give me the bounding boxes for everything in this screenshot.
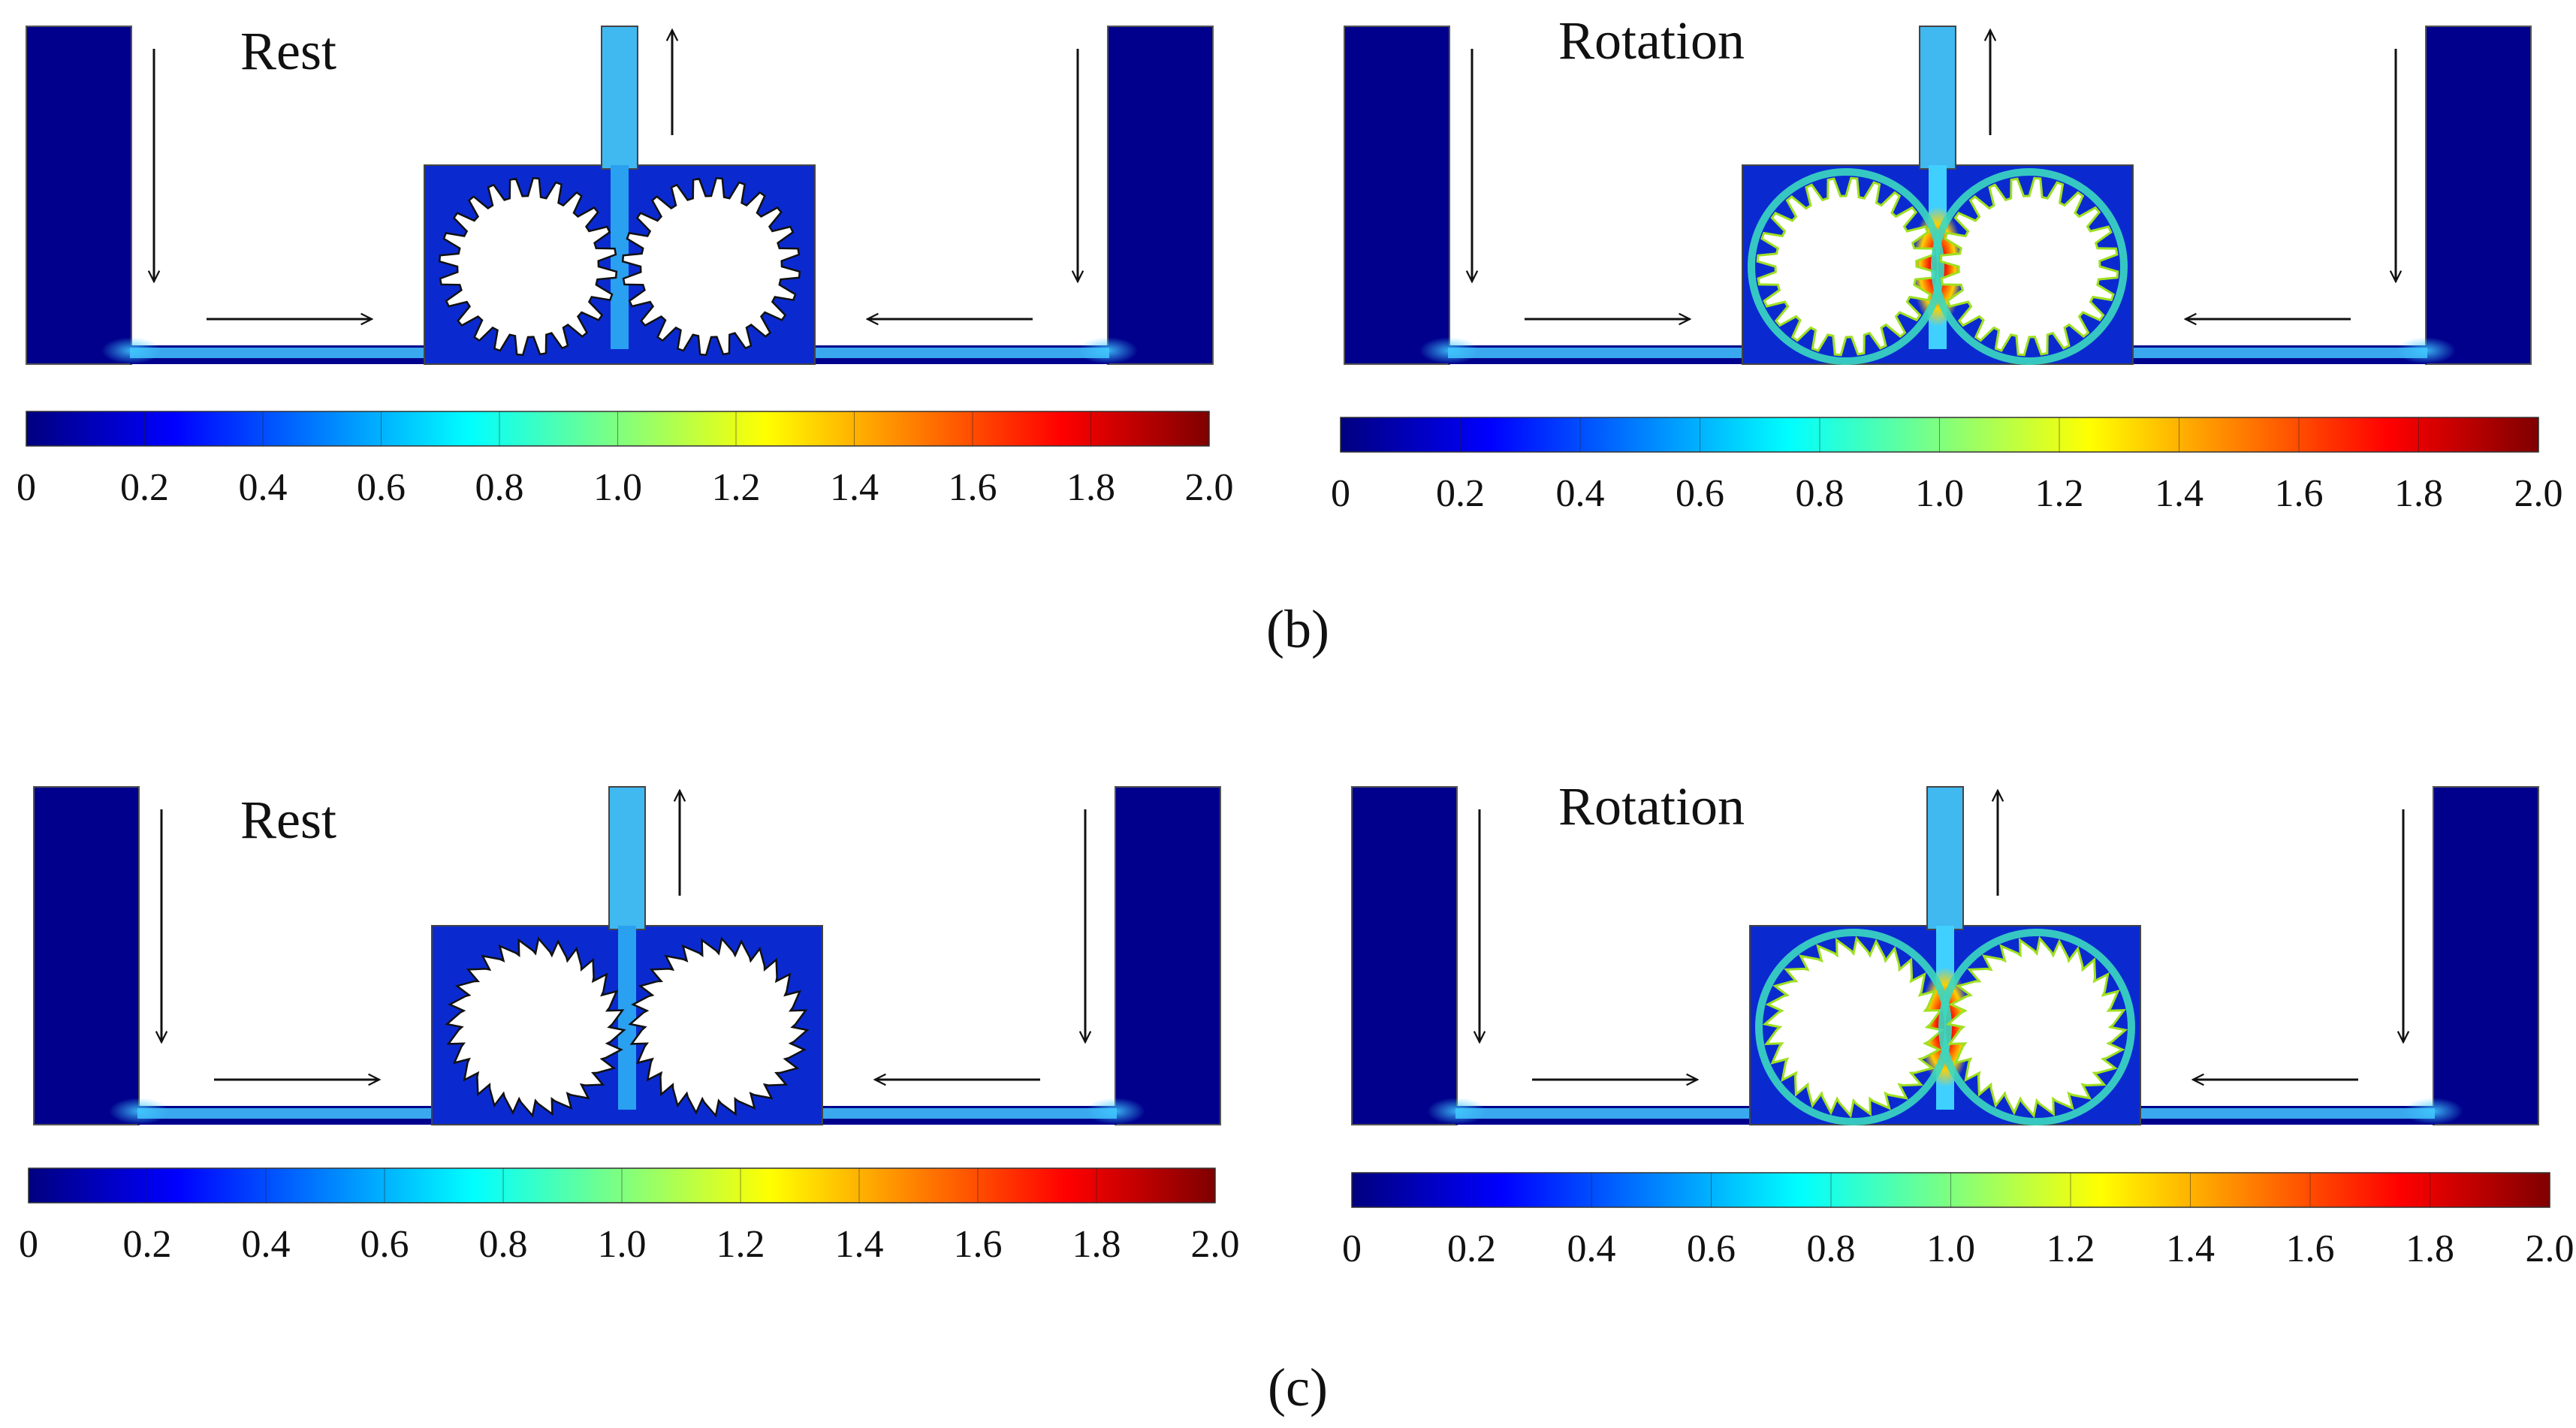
left-reservoir [26,26,132,365]
colorbar-tick-label: 0.8 [479,1223,528,1266]
colorbar-tick-label: 0.4 [239,466,288,509]
colorbar-tick-label: 0.6 [357,466,406,509]
colorbar-tick-label: 1.8 [2394,472,2443,515]
center-jet [618,926,636,1110]
outlet-pipe [1919,26,1956,170]
colorbar-tick-label: 1.6 [954,1223,1003,1266]
colorbar-tick-label: 2.0 [1185,466,1234,509]
right-reservoir [1107,26,1214,365]
colorbar-tick-label: 1.2 [716,1223,765,1266]
colorbar-b-rotation: 0 0.2 0.4 0.6 0.8 1.0 1.2 1.4 1.6 1.8 2.0 [1331,417,2563,515]
colorbar-tick-label: 1.4 [830,466,879,509]
panel-label: Rest [240,790,336,850]
colorbar-tick-label: 1.8 [1066,466,1115,509]
colorbar-tick-label: 0.2 [123,1223,172,1266]
left-reservoir [1351,786,1458,1125]
colorbar-tick-label: 0.8 [1796,472,1845,515]
panel-c-rest: Rest [33,786,1221,1125]
colorbar-tick-label: 1.4 [835,1223,884,1266]
left-reservoir [33,786,140,1125]
outlet-pipe [608,786,646,930]
colorbar-tick-label: 0.6 [1676,472,1724,515]
colorbar-c-rest: 0 0.2 0.4 0.6 0.8 1.0 1.2 1.4 1.6 1.8 2.0 [19,1167,1240,1266]
colorbar-tick-label: 1.4 [2155,472,2203,515]
colorbar-tick-label: 0.2 [120,466,169,509]
panel-b-rest: Rest [26,21,1214,365]
colorbar-tick-label: 0.2 [1447,1228,1496,1270]
colorbar-tick-label: 0.8 [475,466,524,509]
outlet-pipe [1926,786,1964,930]
colorbar-tick-label: 0.6 [360,1223,409,1266]
colorbar-tick-label: 0.8 [1807,1228,1856,1270]
colorbar-tick-label: 1.2 [712,466,761,509]
right-reservoir [2425,26,2532,365]
colorbar-tick-label: 1.6 [2275,472,2324,515]
panel-b-rotation: Rotation [1344,11,2532,365]
colorbar-tick-label: 0.2 [1436,472,1485,515]
colorbar-tick-label: 2.0 [1191,1223,1240,1266]
colorbar-b-rest: 0 0.2 0.4 0.6 0.8 1.0 1.2 1.4 1.6 1.8 2.0 [17,411,1234,509]
colorbar-tick-label: 0.4 [1556,472,1605,515]
colorbar-tick-label: 1.0 [1915,472,1964,515]
caption-b: (b) [1266,599,1329,659]
outlet-pipe [601,26,638,170]
colorbar-tick-label: 1.2 [2047,1228,2095,1270]
colorbar-tick-label: 1.0 [593,466,642,509]
colorbar-c-rotation: 0 0.2 0.4 0.6 0.8 1.0 1.2 1.4 1.6 1.8 2.0 [1342,1172,2574,1270]
colorbar-tick-label: 0 [17,466,36,509]
colorbar-tick-label: 0.4 [242,1223,291,1266]
colorbar-tick-label: 0.6 [1687,1228,1736,1270]
colorbar-tick-label: 0 [19,1223,38,1266]
panel-label: Rotation [1558,11,1745,71]
colorbar-tick-label: 1.4 [2166,1228,2215,1270]
colorbar-tick-label: 0 [1331,472,1350,515]
panel-label: Rest [240,21,336,81]
right-reservoir [2433,786,2539,1125]
panel-c-rotation: Rotation [1351,776,2539,1125]
colorbar-tick-label: 0.4 [1567,1228,1616,1270]
colorbar-tick-label: 1.6 [2286,1228,2335,1270]
colorbar-tick-label: 0 [1342,1228,1362,1270]
caption-c: (c) [1268,1357,1328,1417]
colorbar-tick-label: 1.0 [598,1223,647,1266]
colorbar-tick-label: 2.0 [2514,472,2563,515]
panel-label: Rotation [1558,776,1745,836]
left-reservoir [1344,26,1450,365]
colorbar-tick-label: 1.0 [1926,1228,1975,1270]
colorbar-tick-label: 1.8 [1072,1223,1121,1266]
right-reservoir [1115,786,1221,1125]
colorbar-tick-label: 2.0 [2526,1228,2574,1270]
colorbar-tick-label: 1.8 [2406,1228,2454,1270]
colorbar-tick-label: 1.2 [2035,472,2084,515]
colorbar-tick-label: 1.6 [949,466,997,509]
